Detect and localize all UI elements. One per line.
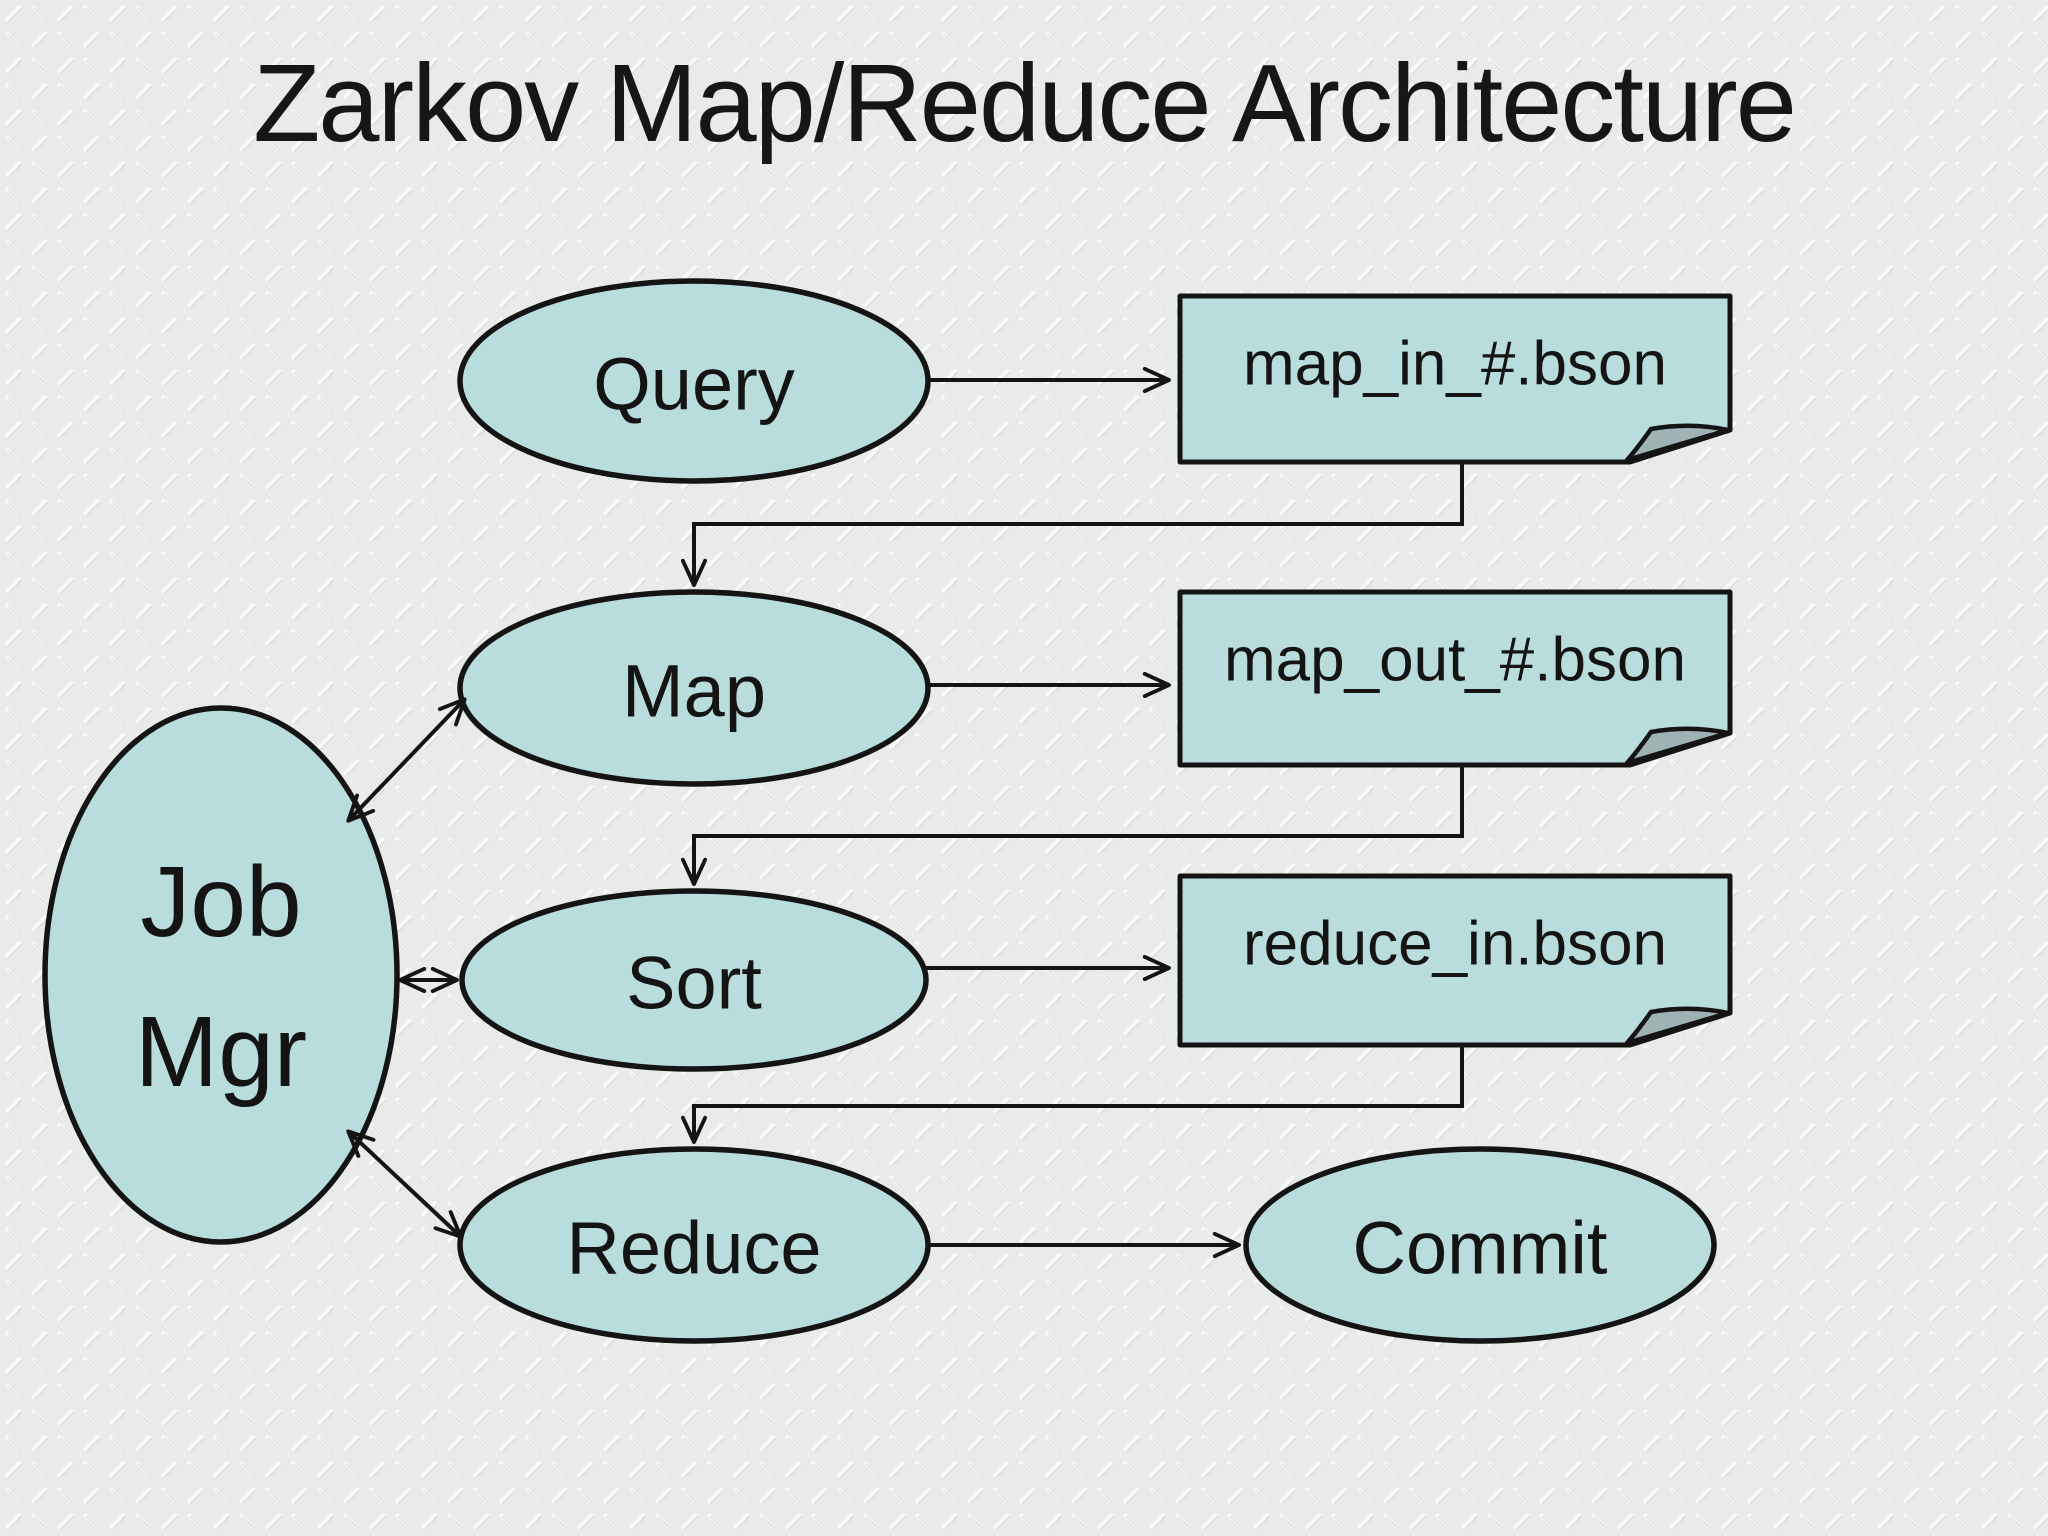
arrow-map-in-to-map xyxy=(694,462,1464,584)
node-map-label: Map xyxy=(622,650,766,733)
node-commit-shape xyxy=(1243,1146,1717,1344)
node-job-mgr-shape xyxy=(42,705,400,1245)
arrow-map-out-to-sort xyxy=(694,765,1464,883)
node-query-shape xyxy=(457,278,931,484)
node-commit-label: Commit xyxy=(1353,1207,1608,1290)
node-query-label: Query xyxy=(593,343,795,426)
node-sort-label: Sort xyxy=(626,942,762,1025)
doc-map-out-label: map_out_#.bson xyxy=(1224,626,1686,695)
node-job-mgr-label-line1: Job xyxy=(140,846,301,958)
doc-map-out-fold-corner xyxy=(1624,726,1731,766)
node-map-shape xyxy=(457,589,931,787)
node-sort-shape xyxy=(459,888,929,1072)
slide-title: Zarkov Map/Reduce Architecture xyxy=(253,42,1797,165)
node-job-mgr-label-line2: Mgr xyxy=(135,996,307,1108)
doc-map-in-label: map_in_#.bson xyxy=(1243,330,1667,399)
arrow-job-mgr-reduce xyxy=(349,1132,460,1236)
node-reduce-shape xyxy=(457,1146,931,1344)
doc-map-in-fold-corner xyxy=(1624,423,1731,463)
doc-reduce-in-label: reduce_in.bson xyxy=(1243,910,1667,979)
arrow-reduce-in-to-reduce xyxy=(694,1045,1464,1141)
node-reduce-label: Reduce xyxy=(566,1207,821,1290)
doc-reduce-in-fold-corner xyxy=(1624,1006,1731,1046)
arrow-job-mgr-map xyxy=(349,700,464,820)
